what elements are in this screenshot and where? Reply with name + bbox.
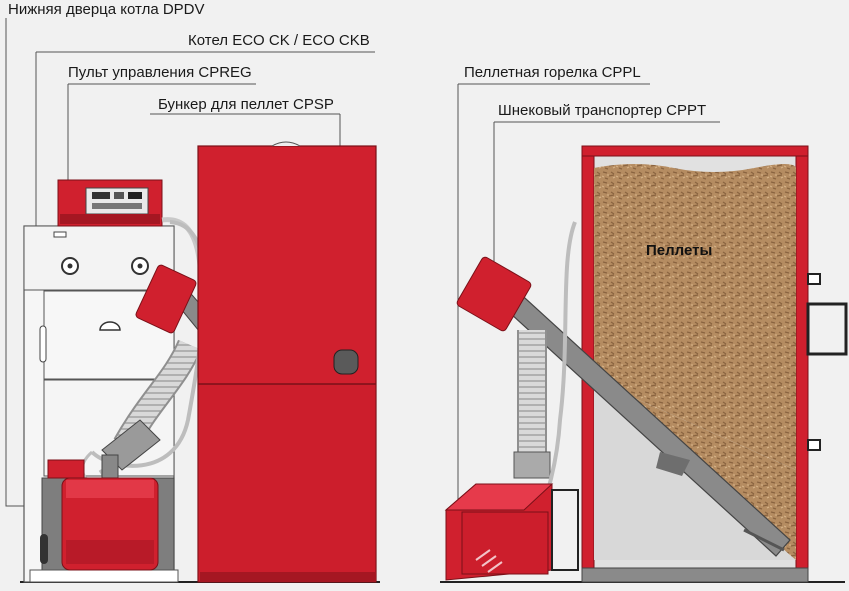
label-control-panel: Пульт управления CPREG bbox=[68, 64, 252, 81]
conveyor-head-right bbox=[456, 256, 532, 332]
label-pellets: Пеллеты bbox=[646, 242, 713, 259]
burner-right bbox=[444, 483, 579, 581]
label-pellet-burner: Пеллетная горелка CPPL bbox=[464, 64, 641, 81]
label-lower-door: Нижняя дверца котла DPDV bbox=[8, 1, 205, 18]
pellet-hopper-cutaway bbox=[581, 145, 848, 583]
pellet-hopper-left bbox=[197, 141, 377, 583]
control-panel-graphic bbox=[57, 179, 163, 227]
label-boiler: Котел ECO CK / ECO CKB bbox=[188, 32, 370, 49]
screw-conveyor-right bbox=[497, 287, 791, 557]
label-screw-conveyor: Шнековый транспортер CPPT bbox=[498, 102, 707, 119]
label-pellet-hopper: Бункер для пеллет CPSP bbox=[158, 96, 334, 113]
burner-left bbox=[47, 419, 161, 571]
